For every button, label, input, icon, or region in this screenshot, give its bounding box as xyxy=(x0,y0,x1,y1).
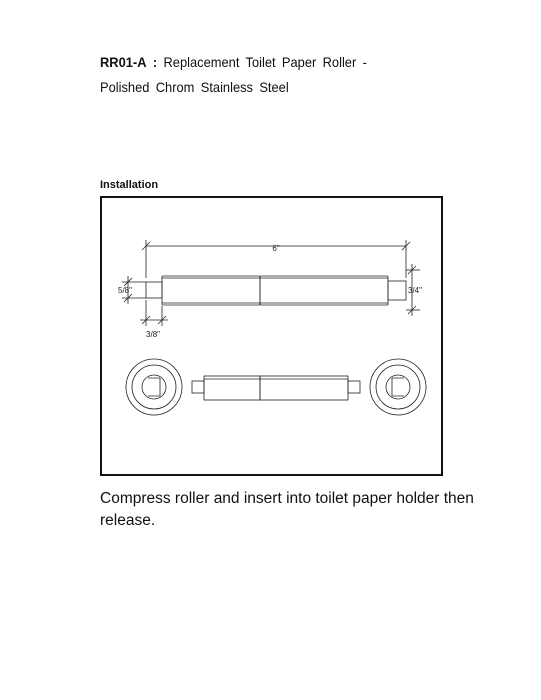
right-end-view xyxy=(369,358,427,416)
product-title: RR01-A : Replacement Toilet Paper Roller… xyxy=(100,50,486,100)
end-length-dimension: 3/8" xyxy=(140,300,168,339)
product-title-line1: RR01-A : Replacement Toilet Paper Roller… xyxy=(100,50,486,75)
product-title-text: Replacement Toilet Paper Roller - xyxy=(163,54,367,70)
end-diameter-label: 5/8" xyxy=(118,286,132,295)
length-dimension: 6" xyxy=(141,240,411,278)
end-length-label: 3/8" xyxy=(146,330,160,339)
body-diameter-label: 3/4" xyxy=(408,286,422,295)
product-code: RR01-A xyxy=(100,54,147,70)
roller-side-view xyxy=(145,275,407,306)
roller-diagram: 6" 5/8" 3/4" xyxy=(118,240,427,416)
length-dimension-label: 6" xyxy=(272,244,279,253)
installation-label: Installation xyxy=(100,179,159,191)
end-diameter-dimension: 5/8" xyxy=(118,276,146,304)
left-end-view xyxy=(125,358,183,416)
installation-drawing: 6" 5/8" 3/4" xyxy=(100,196,443,476)
installation-instructions: Compress roller and insert into toilet p… xyxy=(100,490,474,529)
product-title-line2: Polished Chrom Stainless Steel xyxy=(100,79,289,95)
roller-front-view xyxy=(191,375,361,401)
product-code-separator: : xyxy=(152,54,158,70)
body-diameter-dimension: 3/4" xyxy=(406,264,422,316)
